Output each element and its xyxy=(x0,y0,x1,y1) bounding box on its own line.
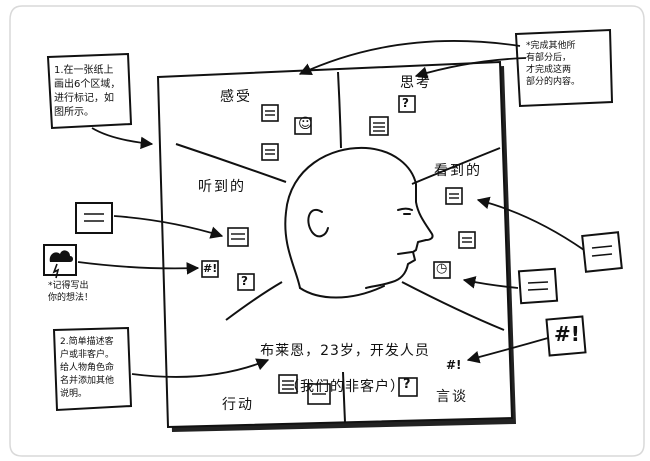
persona-name-line: 布莱恩，23岁，开发人员 xyxy=(260,343,430,359)
divider-bottom xyxy=(342,371,346,423)
smile-icon: ☺ xyxy=(298,116,313,132)
region-label-say: 言谈 xyxy=(436,389,468,405)
external-note-lines xyxy=(84,213,613,291)
empathy-sheet xyxy=(156,60,514,429)
instruction-step-1: 1.在一张纸上 画出6个区域， 进行标记，如 图所示。 xyxy=(54,65,121,118)
divider-lower-left xyxy=(225,281,283,321)
divider-top xyxy=(337,71,342,149)
external-notes xyxy=(43,28,623,412)
question-mark-icon: ? xyxy=(402,96,409,110)
persona-head xyxy=(284,146,434,299)
divider-upper-left xyxy=(175,143,287,183)
divider-upper-right xyxy=(411,147,501,185)
remember-thoughts-note: *记得写出 你的想法！ xyxy=(48,281,94,303)
exclamation-hash-icon: #! xyxy=(446,358,462,372)
region-label-see: 看到的 xyxy=(434,163,482,179)
exclamation-hash-icon: #! xyxy=(203,262,218,275)
cloud-icon xyxy=(49,250,73,279)
instruction-finish-last: *完成其他所 有部分后， 才完成这两 部分的内容。 xyxy=(526,41,581,87)
persona-role-line: （我们的非客户） xyxy=(285,379,405,395)
arrows xyxy=(77,40,585,378)
region-label-hear: 听到的 xyxy=(198,179,246,195)
sheet-note-lines xyxy=(231,110,472,395)
question-mark-icon: ? xyxy=(403,377,411,392)
question-mark-icon: ? xyxy=(241,274,248,288)
page-frame xyxy=(9,5,645,457)
clock-icon: ◷ xyxy=(436,261,448,276)
sheet-notes xyxy=(201,95,476,405)
persona-caption: 布莱恩，23岁，开发人员 （我们的非客户） xyxy=(254,324,436,412)
instruction-step-2: 2.简单描述客 户或非客户。 给人物角色命 名并添加其他 说明。 xyxy=(60,337,115,399)
exclamation-hash-icon: #! xyxy=(554,322,580,346)
divider-lower-right xyxy=(401,281,505,331)
region-label-think: 思考 xyxy=(400,75,432,91)
region-label-do: 行动 xyxy=(222,397,254,413)
region-label-feel: 感受 xyxy=(220,89,252,105)
